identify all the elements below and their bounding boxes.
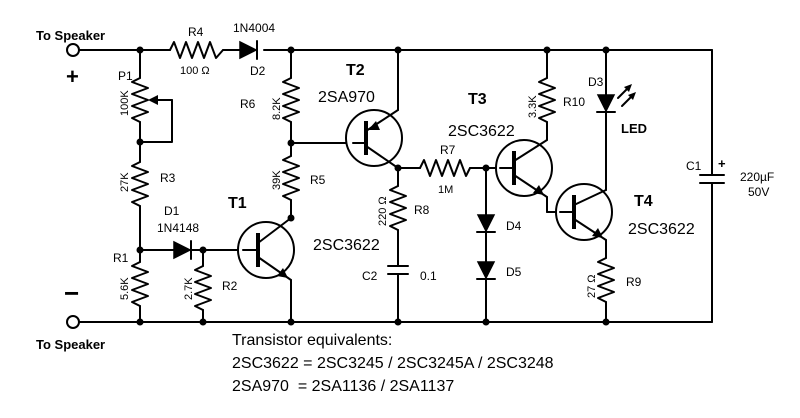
d3-type: LED — [621, 121, 647, 136]
c1-ref: C1 — [686, 159, 702, 173]
resistor-r10: R10 3.3K — [527, 49, 585, 141]
c1-value: 220µF — [740, 170, 774, 184]
r1-ref: R1 — [113, 251, 129, 265]
r7-value: 1M — [438, 184, 453, 196]
speaker-terminal-top — [66, 43, 80, 57]
r8-ref: R8 — [414, 203, 430, 217]
r2-value: 2.7K — [183, 277, 195, 300]
r4-ref: R4 — [188, 25, 204, 39]
speaker-label-bottom: To Speaker — [36, 337, 105, 352]
transistor-t1: T1 — [228, 195, 295, 323]
r8-value: 220 Ω — [377, 196, 389, 226]
diode-d2: 1N4004 D2 — [233, 21, 275, 78]
resistor-r4: R4 100 Ω — [169, 25, 224, 77]
potentiometer-p1: P1 100K — [118, 49, 173, 163]
node — [602, 46, 610, 54]
equivalents-line-2: 2SA970 = 2SA1136 / 2SA1137 — [232, 378, 454, 395]
t1-ref: T1 — [228, 195, 247, 212]
p1-value: 100K — [119, 90, 131, 116]
node — [136, 138, 144, 146]
t2-part: 2SA970 — [318, 89, 375, 106]
r9-ref: R9 — [626, 275, 642, 289]
resistor-r6: R6 8.2K — [240, 49, 300, 144]
c1-polarity: + — [718, 156, 726, 171]
r4-value: 100 Ω — [180, 65, 210, 77]
r5-ref: R5 — [310, 173, 326, 187]
r9-value: 27 Ω — [586, 274, 598, 298]
c2-value: 0.1 — [420, 269, 437, 283]
r2-ref: R2 — [222, 279, 238, 293]
r3-ref: R3 — [160, 171, 176, 185]
resistor-r2: R2 2.7K — [183, 249, 238, 323]
d3-ref: D3 — [588, 75, 604, 89]
d4-ref: D4 — [506, 219, 522, 233]
resistor-r3: R3 27K — [119, 161, 176, 251]
resistor-r1: R1 5.6K — [113, 249, 149, 323]
d2-part: 1N4004 — [233, 21, 275, 35]
led-d3: D3 LED — [588, 49, 647, 191]
p1-ref: P1 — [118, 69, 133, 83]
d2-ref: D2 — [250, 64, 266, 78]
d1-part: 1N4148 — [157, 221, 199, 235]
minus-sign: − — [64, 278, 79, 308]
node — [287, 46, 295, 54]
diode-d5: D5 — [476, 261, 522, 323]
t2-ref: T2 — [346, 62, 365, 79]
r6-ref: R6 — [240, 97, 256, 111]
d5-ref: D5 — [506, 265, 522, 279]
node — [136, 318, 144, 326]
t3-ref: T3 — [468, 91, 487, 108]
node — [287, 318, 295, 326]
node — [482, 318, 490, 326]
r6-value: 8.2K — [271, 97, 283, 120]
r10-ref: R10 — [563, 95, 585, 109]
t3-part: 2SC3622 — [448, 123, 515, 140]
speaker-terminal-bottom — [66, 315, 80, 329]
transistor-t3: T3 2SC3622 — [448, 91, 561, 213]
resistor-r9: R9 27 Ω — [586, 257, 642, 323]
node — [394, 46, 402, 54]
node — [394, 318, 402, 326]
speaker-label-top: To Speaker — [36, 28, 105, 43]
c2-ref: C2 — [362, 269, 378, 283]
node — [543, 46, 551, 54]
t1-part: 2SC3622 — [313, 237, 380, 254]
r3-value: 27K — [119, 172, 131, 192]
r5-value: 39K — [271, 170, 283, 190]
equivalents-line-1: 2SC3622 = 2SC3245 / 2SC3245A / 2SC3248 — [232, 355, 554, 372]
node — [136, 46, 144, 54]
transistor-t2: T2 2SA970 — [290, 49, 403, 169]
node — [602, 318, 610, 326]
t4-ref: T4 — [634, 193, 653, 210]
d1-ref: D1 — [164, 204, 180, 218]
node — [199, 318, 207, 326]
resistor-r8: R8 220 Ω — [377, 167, 430, 267]
capacitor-c2: C2 0.1 — [362, 265, 437, 323]
c1-voltage: 50V — [748, 185, 769, 199]
diode-d4: D4 — [476, 167, 522, 263]
r7-ref: R7 — [440, 143, 456, 157]
plus-sign: + — [66, 64, 79, 89]
diode-d1: D1 1N4148 — [139, 204, 244, 260]
resistor-r5: R5 39K — [271, 142, 326, 219]
r1-value: 5.6K — [119, 277, 131, 300]
t4-part: 2SC3622 — [628, 221, 695, 238]
equivalents-heading: Transistor equivalents: — [232, 332, 392, 349]
r10-value: 3.3K — [527, 95, 539, 118]
capacitor-c1: C1 + 220µF 50V — [686, 49, 774, 323]
transistor-t4: T4 2SC3622 — [555, 183, 695, 259]
